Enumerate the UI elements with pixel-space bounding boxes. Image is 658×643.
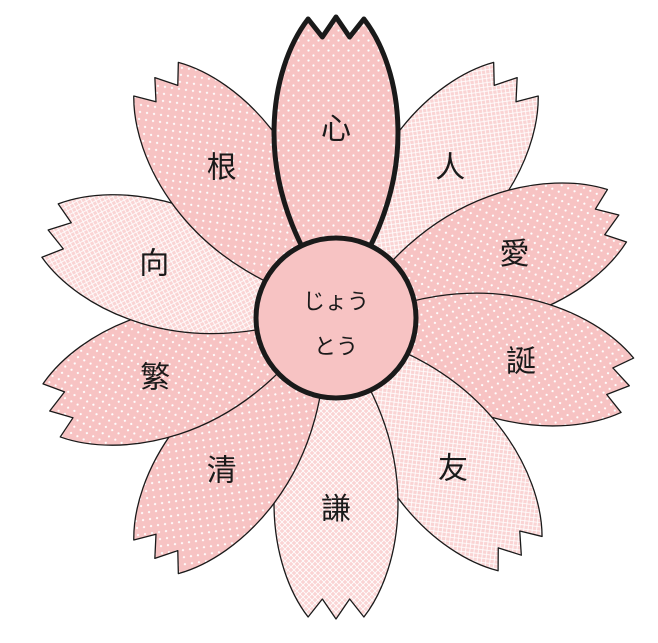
petal-label-direction: 向 <box>139 246 169 281</box>
center-circle <box>253 235 419 401</box>
petal-label-heart: 心 <box>321 112 351 147</box>
petal-label-pure: 清 <box>207 454 237 489</box>
petal-shape-heart <box>271 14 401 301</box>
center-disc: じょう とう <box>253 235 419 401</box>
petal-label-numerous: 繁 <box>140 361 170 396</box>
petal-label-root: 根 <box>207 150 237 185</box>
highlight-layer: 心 <box>271 14 401 301</box>
petal-label-person: 人 <box>435 150 465 185</box>
petal-label-humble: 謙 <box>321 492 351 527</box>
center-label-line2: とう <box>314 335 358 360</box>
petal-label-friend: 友 <box>438 452 468 487</box>
petal-heart <box>271 14 401 301</box>
petal-label-love: 愛 <box>500 237 530 272</box>
petal-label-birth: 誕 <box>506 345 536 380</box>
center-label-line1: じょう <box>303 290 369 315</box>
